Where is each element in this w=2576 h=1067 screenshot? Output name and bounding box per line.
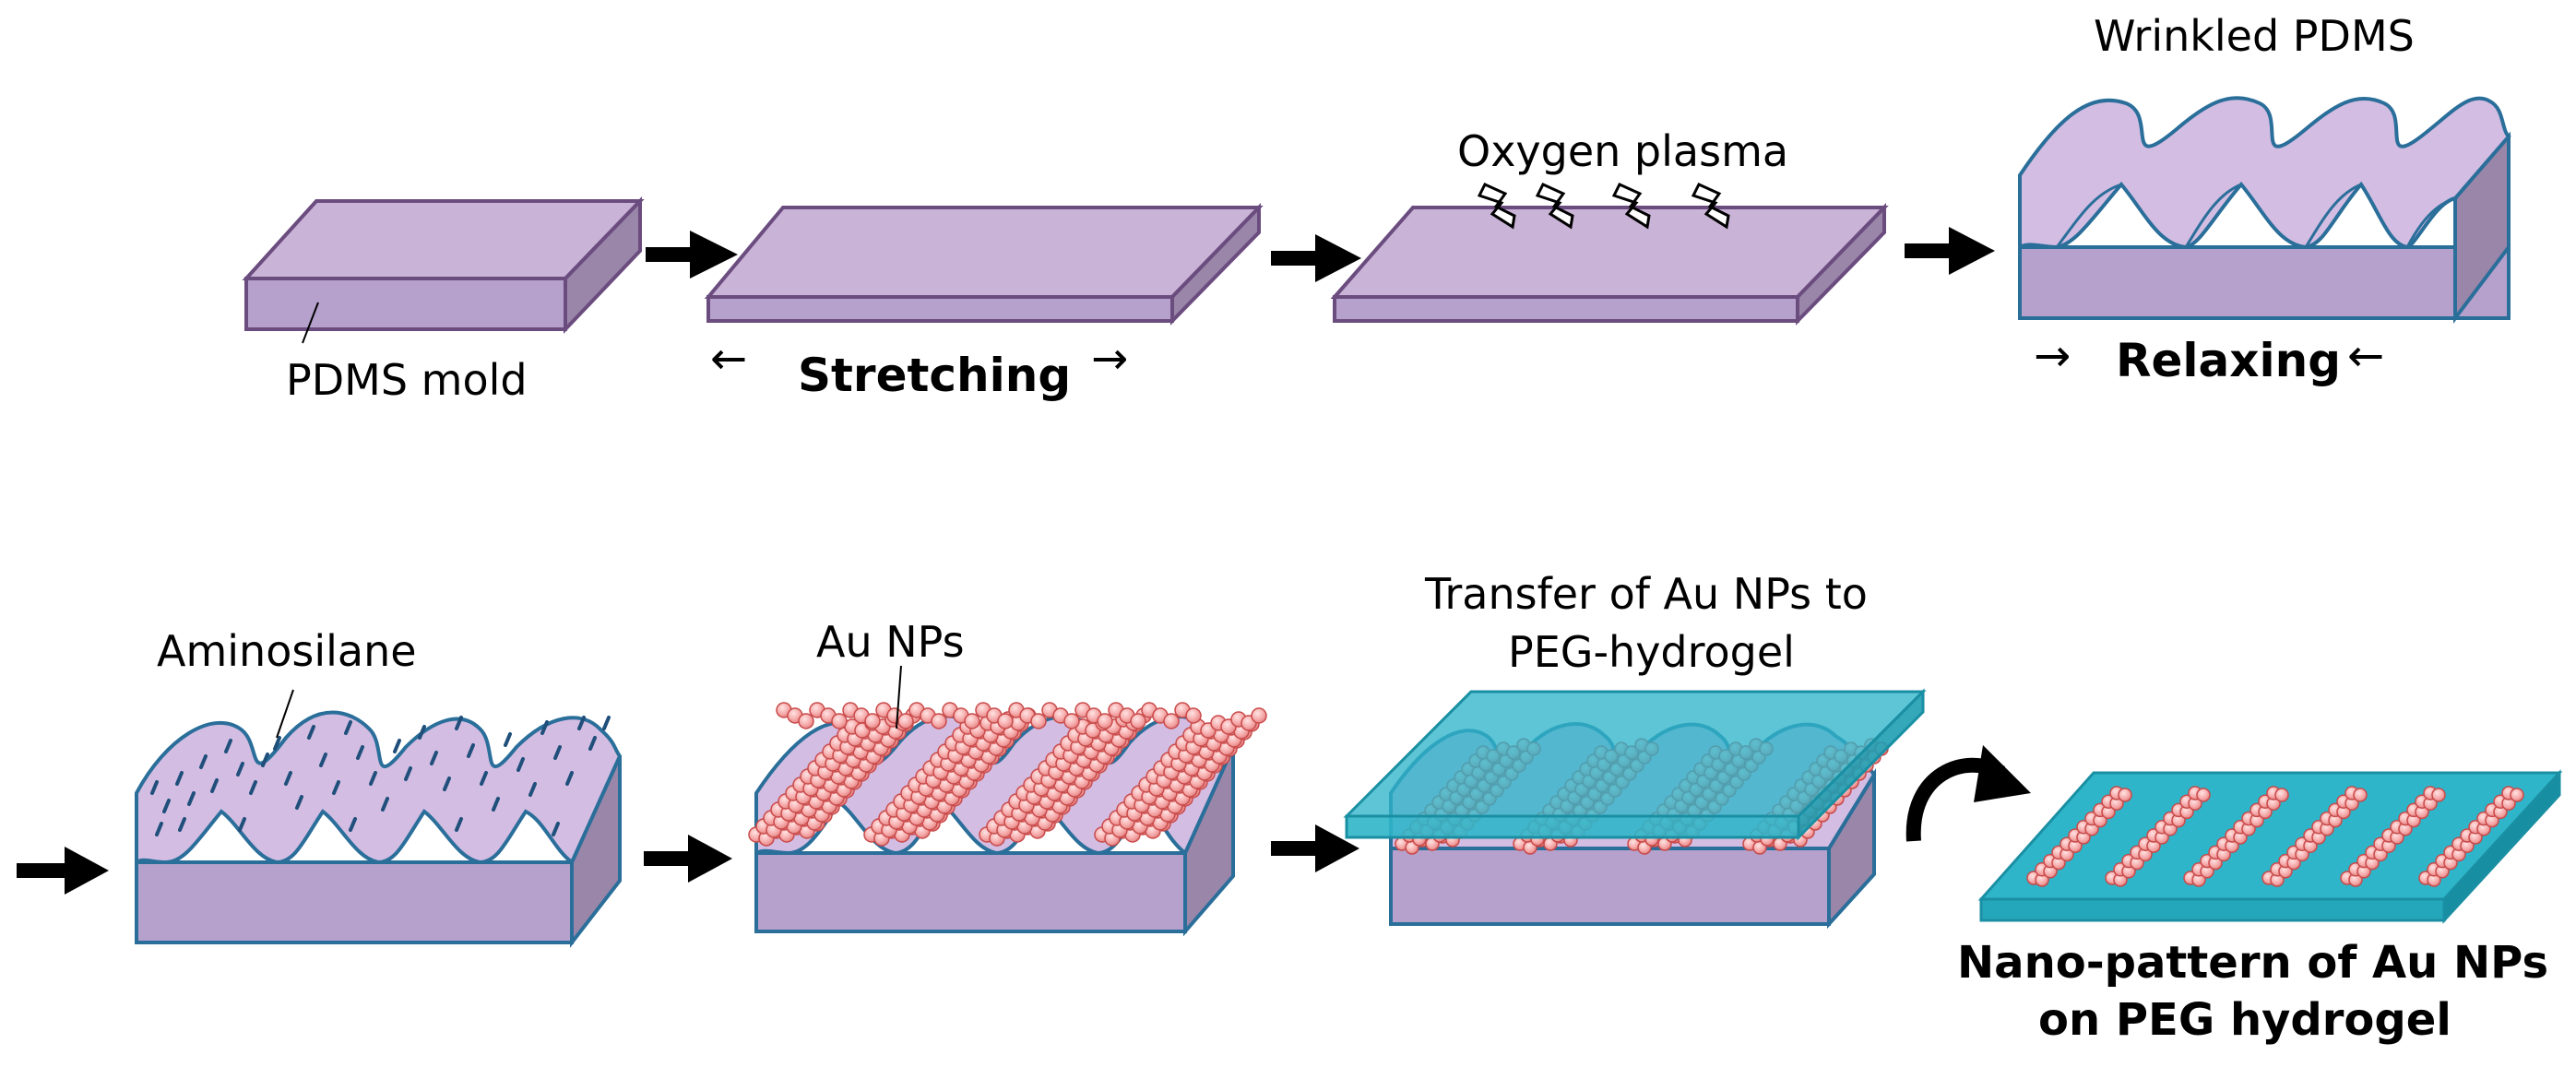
nanoparticle <box>964 713 980 729</box>
transfer-block <box>1343 688 1927 930</box>
arrow-row2-start <box>17 847 109 895</box>
lightning-bolt-icon <box>1535 183 1574 230</box>
nanoparticle <box>1251 707 1267 724</box>
lightning-bolt-icon <box>1691 183 1730 230</box>
relaxing-label: Relaxing <box>2116 334 2341 387</box>
stretch-left-arrow: ← <box>710 333 747 385</box>
nanoparticle <box>2510 788 2524 802</box>
aminosilane-leader-line <box>276 689 294 739</box>
stretched-pdms-block <box>704 203 1264 326</box>
gold-nanoparticles <box>748 702 1267 847</box>
arrow-step5-to-step6 <box>644 835 732 883</box>
nanoparticle <box>798 713 814 729</box>
nanoparticle <box>1097 713 1113 729</box>
transfer-label-line2: PEG-hydrogel <box>1508 627 1795 677</box>
nanoparticle <box>1130 713 1146 729</box>
arrow-step1-to-step2 <box>646 231 738 279</box>
wrinkled-pdms-label: Wrinkled PDMS <box>2094 11 2415 61</box>
relax-right-arrow: → <box>2034 330 2071 382</box>
nanoparticle <box>1185 707 1202 724</box>
nanoparticle <box>2196 788 2211 802</box>
nanoparticle <box>1163 713 1180 729</box>
nanoparticle <box>864 713 881 729</box>
nanoparticle <box>2274 788 2289 802</box>
lightning-bolt-icons <box>1477 183 1730 230</box>
aminosilane-molecules <box>150 716 611 836</box>
final-hydrogel-slab <box>1977 769 2563 924</box>
transfer-label-line1: Transfer of Au NPs to <box>1424 569 1868 619</box>
plasma-treated-pdms-block <box>1330 203 1889 326</box>
result-label-line1: Nano-pattern of Au NPs <box>1957 937 2548 989</box>
arrow-step3-to-step4 <box>1905 227 1995 275</box>
nanoparticle <box>2118 788 2132 802</box>
nanoparticle <box>1030 713 1047 729</box>
au-np-coated-block <box>748 702 1267 937</box>
au-nps-leader-line <box>896 665 902 729</box>
lightning-bolt-icon <box>1477 183 1516 230</box>
pdms-mold-block <box>242 196 645 334</box>
aminosilane-label: Aminosilane <box>157 626 417 676</box>
pdms-mold-leader-line <box>302 302 319 344</box>
nanoparticle <box>997 713 1014 729</box>
nanoparticle <box>2431 788 2446 802</box>
oxygen-plasma-label: Oxygen plasma <box>1457 126 1788 176</box>
arrow-step2-to-step3 <box>1271 234 1361 282</box>
relax-left-arrow: ← <box>2347 330 2384 382</box>
stretching-label: Stretching <box>798 349 1071 402</box>
lightning-bolt-icon <box>1611 183 1651 230</box>
peg-hydrogel-slab-side <box>1797 688 1925 841</box>
wrinkled-pdms-block <box>2018 96 2511 324</box>
peg-hydrogel-slab-front <box>1345 814 1800 839</box>
stretch-right-arrow: → <box>1091 333 1128 385</box>
pdms-mold-label: PDMS mold <box>286 355 528 405</box>
au-nps-label: Au NPs <box>816 617 965 667</box>
flip-curved-arrow <box>1905 745 2031 842</box>
arrow-step6-to-step7 <box>1271 824 1359 872</box>
nanoparticle <box>931 713 947 729</box>
nanoparticle <box>897 713 914 729</box>
aminosilane-block <box>135 710 623 948</box>
nanoparticle-lines <box>2026 786 2524 887</box>
nanoparticle <box>831 713 848 729</box>
result-label-line2: on PEG hydrogel <box>2038 994 2451 1046</box>
nanoparticle <box>1063 713 1080 729</box>
nanoparticle <box>2353 788 2368 802</box>
